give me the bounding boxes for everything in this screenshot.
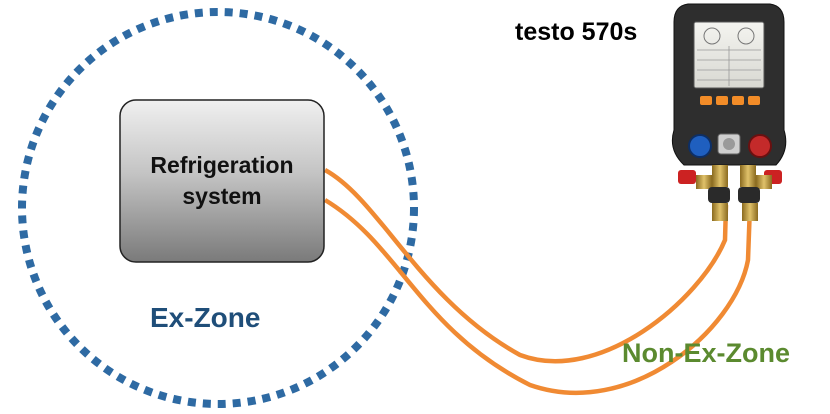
device-title: testo 570s — [515, 18, 638, 46]
non-ex-zone-label: Non-Ex-Zone — [622, 338, 790, 368]
hose-lower — [323, 198, 753, 396]
hose-upper — [323, 168, 729, 364]
ex-zone-label: Ex-Zone — [150, 302, 261, 333]
refrigerant-manifold-gauge-icon — [671, 3, 787, 221]
ex-zone-boundary — [18, 8, 418, 408]
refrigeration-system-box — [119, 99, 325, 263]
